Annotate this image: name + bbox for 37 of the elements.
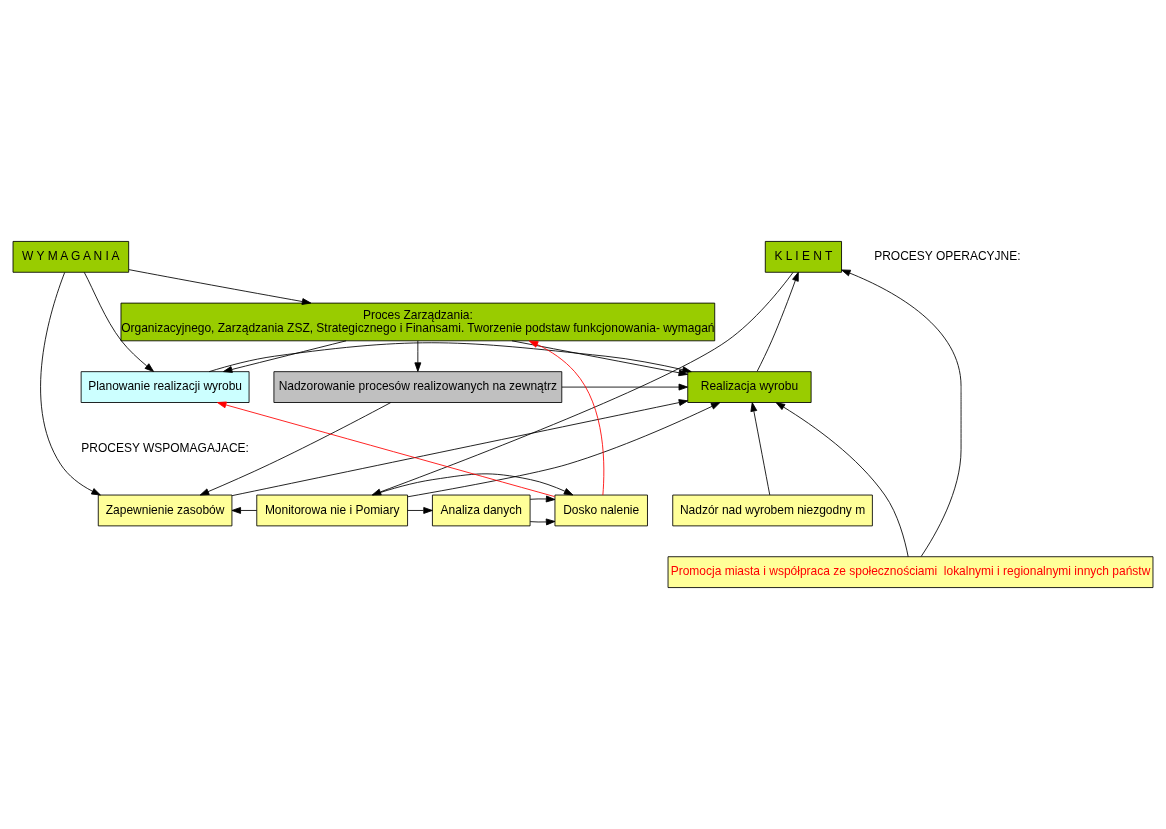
arrow [208,342,692,374]
node-box: Proces Zarządzania: Organizacyjnego, Zarządzania ZSZ, Strategicznego i Finansami. Tworzenie podstaw funkcjonowania- wymagań [120,302,716,342]
node-box: Zapewnienie zasobów [97,494,233,527]
node-box: Analiza danych [432,494,531,527]
arrow [217,401,556,498]
node-box: Planowanie realizacji wyrobu [80,371,250,403]
arrow [231,507,258,514]
arrow [231,399,689,497]
node-box: Nadzorowanie procesów realizowanych na zewnątrz [273,371,563,403]
node-box: Nadzór nad wyrobem niezgodny m [672,494,873,527]
label: PROCESY OPERACYJNE: [874,249,1021,264]
arrow [407,507,433,514]
arrow [407,402,721,498]
arrow [128,269,312,305]
arrow [775,402,909,558]
arrow [529,495,556,503]
node-box: Monitorowa nie i Pomiary [256,494,408,527]
arrow [40,272,101,496]
node-box: Dosko nalenie [554,494,648,527]
arrow [511,340,688,377]
arrow [223,340,347,373]
arrow [199,402,392,496]
arrow [561,383,688,391]
node-box: W Y M A G A N I A [12,241,130,273]
arrow [83,271,154,372]
node-box: Promocja miasta i współpraca ze społecznościami lokalnymi i regionalnymi innych państw [667,556,1154,588]
arrow [756,271,799,372]
arrow [371,271,794,496]
arrow [841,269,962,557]
arrow [529,518,556,526]
arrow [528,340,605,496]
node-box: Realizacja wyrobu [687,371,812,403]
arrow [372,473,574,496]
label: PROCESY WSPOMAGAJACE: [81,440,249,455]
node-box: K L I E N T [764,241,842,273]
arrow [750,402,771,496]
arrow [414,340,422,372]
